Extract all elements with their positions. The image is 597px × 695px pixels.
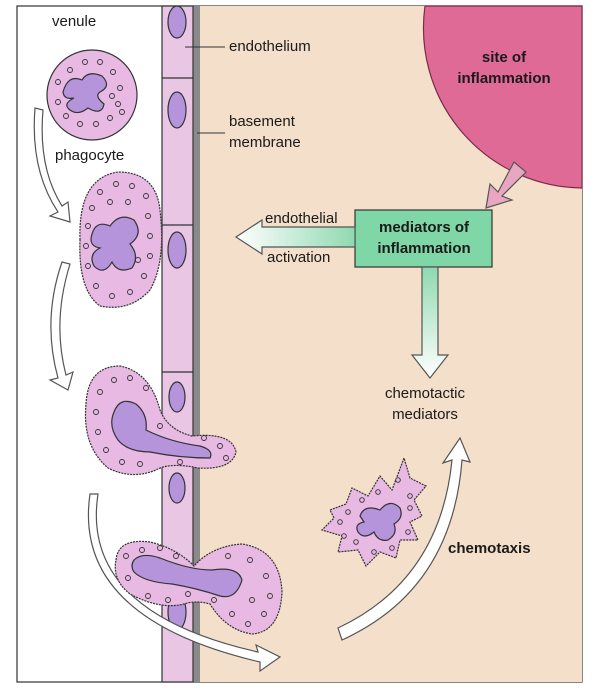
chemotaxis-label: chemotaxis [448, 540, 531, 557]
site-of-inflammation [422, 5, 583, 189]
phagocyte-5 [320, 456, 427, 568]
endothelial-label-line1: endothelial [265, 210, 338, 227]
endothelial-label-line2: activation [267, 249, 330, 266]
chemotaxis-arrow [337, 436, 472, 641]
phagocyte-2 [79, 171, 163, 308]
basement-membrane [193, 6, 200, 682]
chemotactic-label-line2: mediators [392, 406, 458, 423]
chemotactic-label-line1: chemotactic [385, 385, 466, 402]
migration-arrow-2 [48, 261, 74, 391]
basement-label-line2: membrane [229, 134, 301, 151]
endothelial-activation-arrow [234, 218, 356, 256]
migration-arrows [33, 107, 282, 673]
mediators-label-line2: inflammation [377, 240, 470, 257]
site-arrow [485, 161, 527, 209]
basement-label-line1: basement [229, 113, 296, 130]
phagocyte-1 [46, 49, 138, 141]
phagocyte-label: phagocyte [55, 147, 124, 164]
mediators-label-line1: mediators of [379, 219, 470, 236]
site-label-line1: site of [482, 49, 527, 66]
endothelium-label: endothelium [229, 38, 311, 55]
migration-arrow-1 [33, 107, 71, 223]
site-label-line2: inflammation [457, 70, 550, 87]
phagocyte-4 [114, 540, 283, 635]
migration-arrow-3 [87, 493, 282, 673]
chemotactic-arrow [410, 266, 450, 379]
phagocyte-3 [84, 365, 237, 476]
venule-label: venule [52, 13, 96, 30]
mediators-box [354, 209, 493, 268]
